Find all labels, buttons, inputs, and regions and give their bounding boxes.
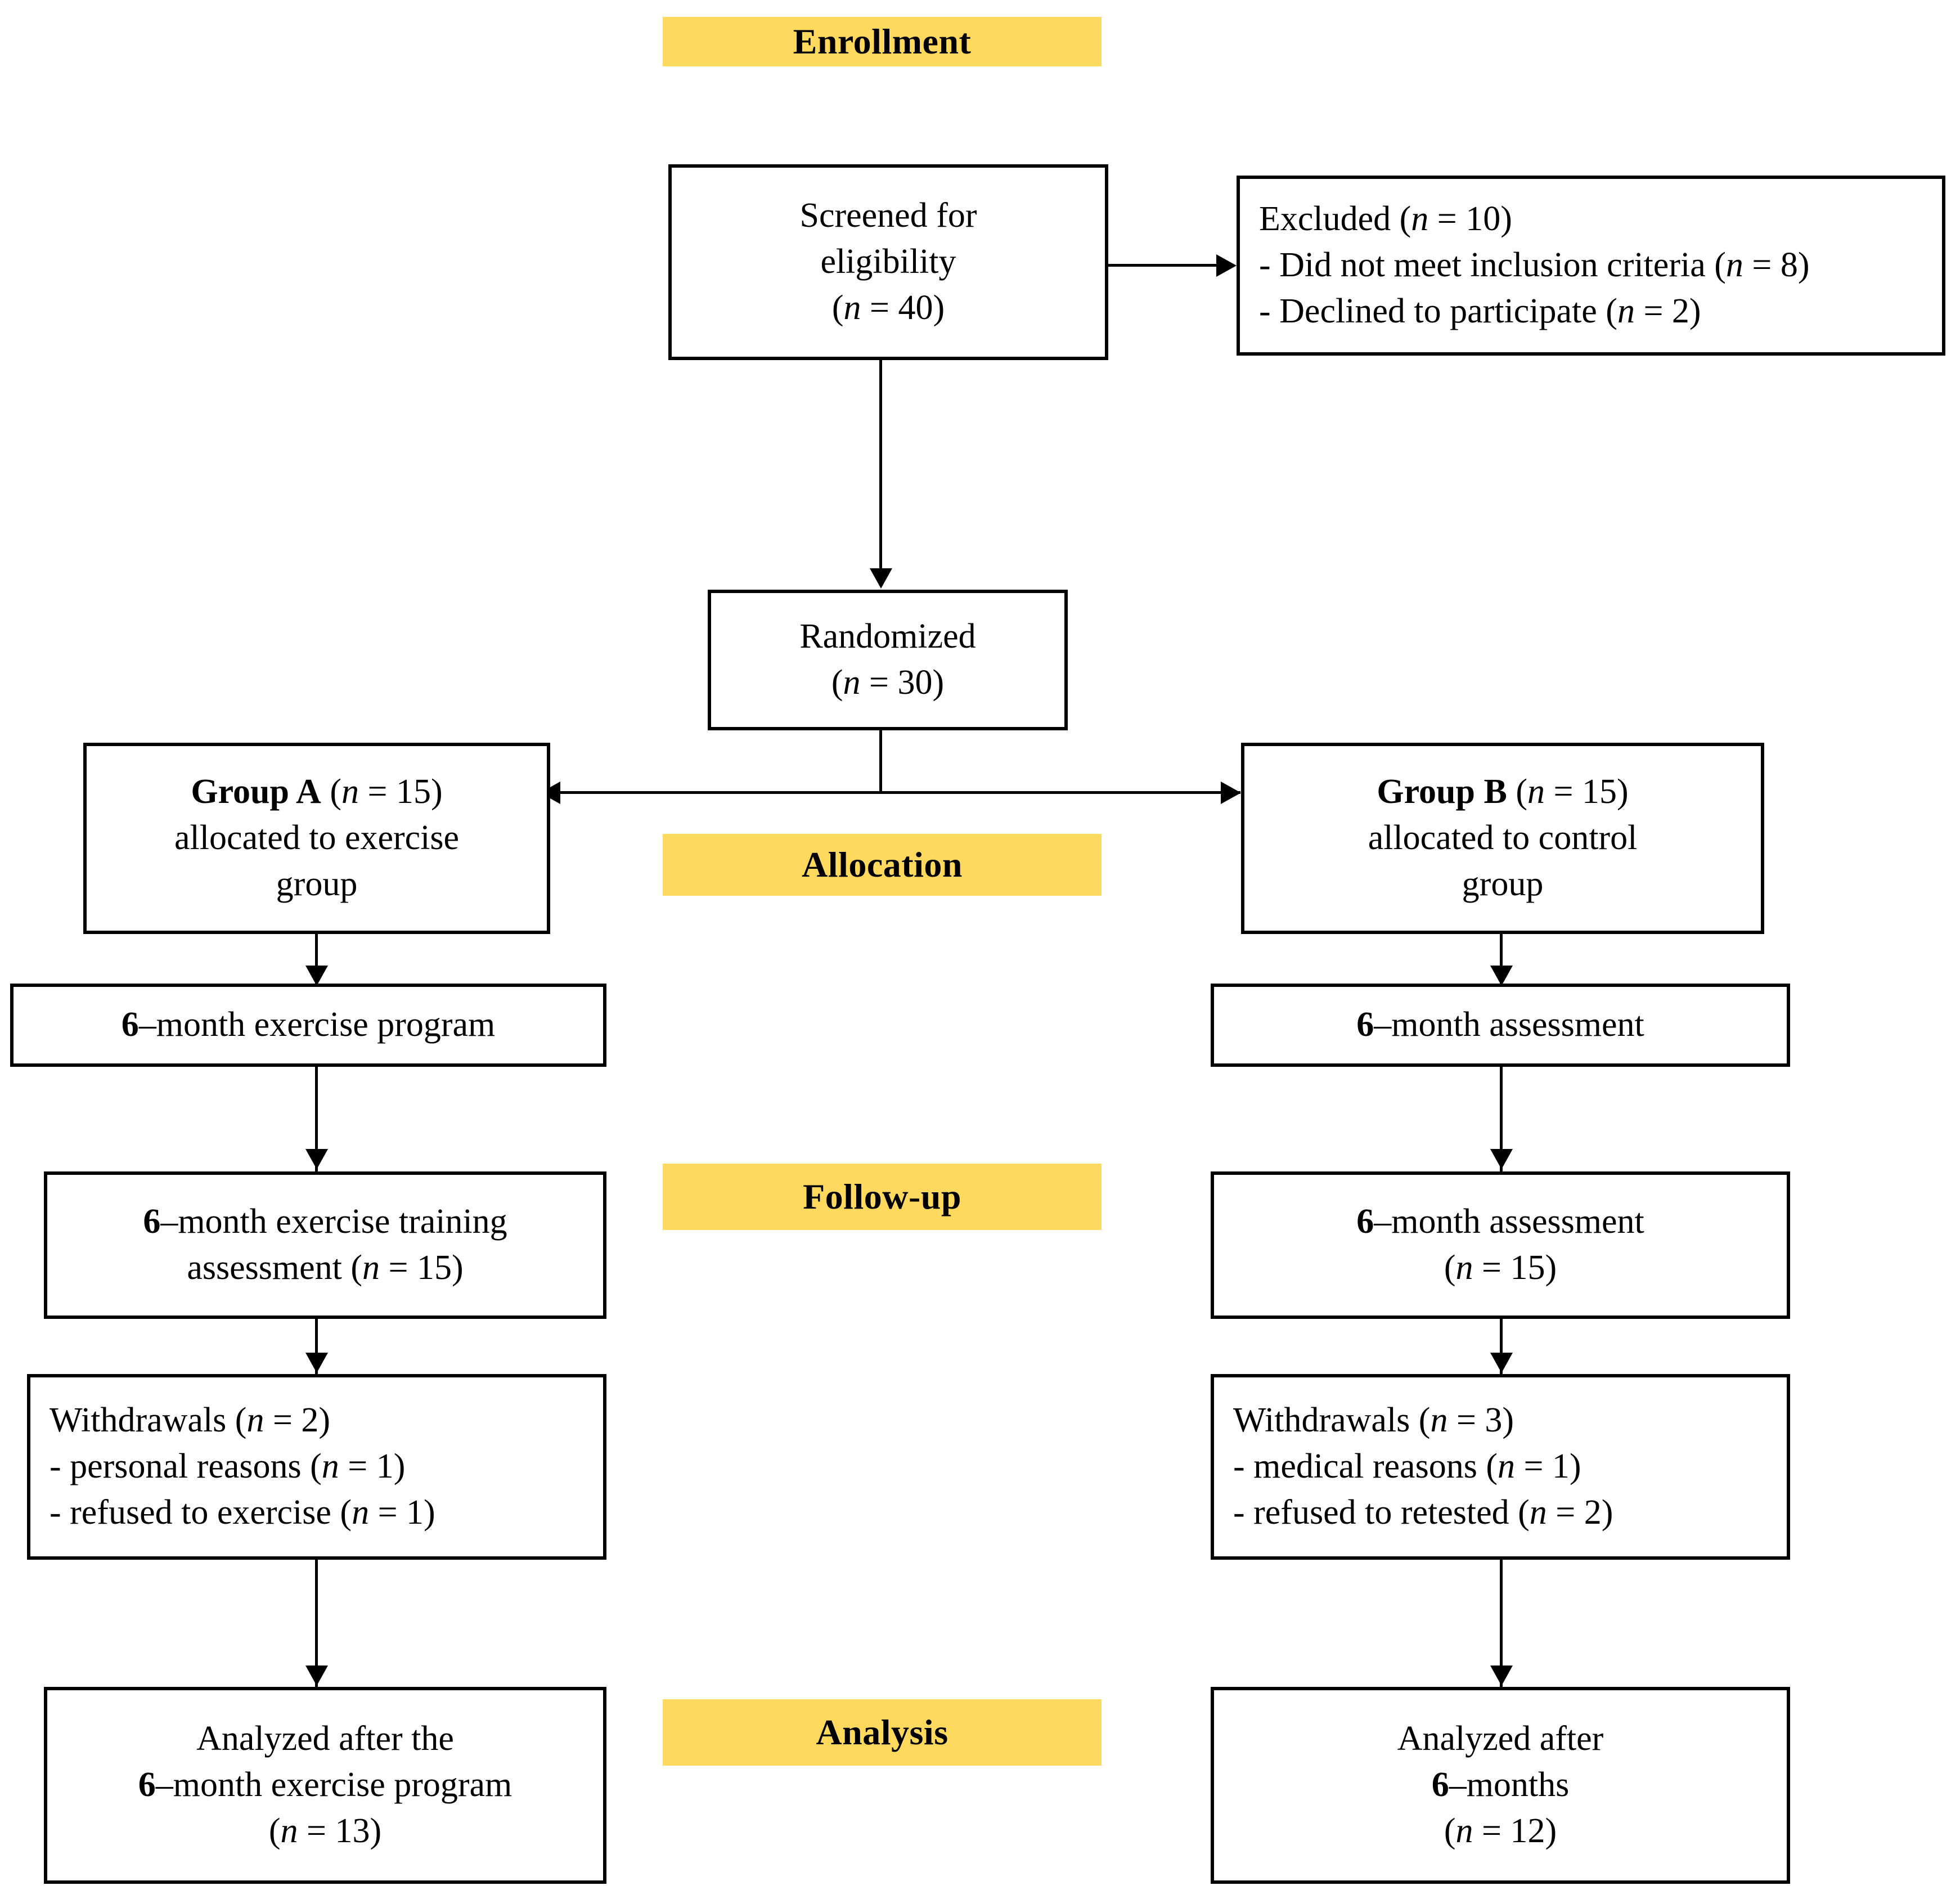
node-b-analyzed-line-2: 6–months [1431, 1766, 1570, 1804]
connector-group-a-to-program-arrow [305, 966, 328, 986]
connector-group-b-to-assessment [1500, 934, 1503, 986]
node-b-assessment-1: 6–month assessment [1211, 984, 1790, 1067]
node-b-withdrawals-line-3: - refused to retested (n = 2) [1233, 1493, 1613, 1532]
node-b-withdrawals-line-2: - medical reasons (n = 1) [1233, 1447, 1581, 1486]
stage-label-analysis-text: Analysis [816, 1712, 948, 1752]
node-a-withdrawals-line-2: - personal reasons (n = 1) [50, 1447, 406, 1486]
node-excluded: Excluded (n = 10) - Did not meet inclusi… [1237, 176, 1945, 356]
node-screened-for-eligibility: Screened for eligibility (n = 40) [668, 164, 1108, 360]
stage-label-enrollment-text: Enrollment [793, 21, 972, 61]
stage-label-allocation: Allocation [663, 834, 1102, 896]
node-group-a-line-2: allocated to exercise [174, 819, 460, 858]
connector-allocation-bus [554, 791, 1240, 794]
connector-b-assessment-1-to-2-arrow [1490, 1149, 1513, 1169]
connector-screened-to-excluded-arrow [1216, 254, 1237, 277]
node-a-withdrawals-line-3: - refused to exercise (n = 1) [50, 1493, 435, 1532]
node-a-analyzed-line-3: (n = 13) [268, 1811, 382, 1850]
stage-label-analysis: Analysis [663, 1699, 1102, 1766]
connector-a-assessment-to-withdrawals [315, 1319, 318, 1375]
node-b-analyzed: Analyzed after 6–months (n = 12) [1211, 1687, 1790, 1884]
node-a-withdrawals-line-1: Withdrawals (n = 2) [50, 1401, 331, 1440]
node-group-b-line-3: group [1462, 864, 1544, 903]
connector-a-withdrawals-to-analyzed-arrow [305, 1665, 328, 1686]
node-b-analyzed-line-1: Analyzed after [1397, 1720, 1604, 1758]
node-group-a: Group A (n = 15) allocated to exercise g… [83, 743, 550, 934]
node-a-training-assessment: 6–month exercise training assessment (n … [44, 1171, 606, 1319]
connector-b-assessment-to-withdrawals-arrow [1490, 1353, 1513, 1373]
connector-group-b-to-assessment-arrow [1490, 966, 1513, 986]
node-screened-line-1: Screened for [799, 196, 977, 235]
connector-a-program-to-assessment-arrow [305, 1149, 328, 1169]
stage-label-followup-text: Follow-up [803, 1177, 961, 1216]
node-excluded-line-1: Excluded (n = 10) [1259, 200, 1512, 239]
node-a-analyzed-line-1: Analyzed after the [196, 1720, 454, 1758]
connector-b-withdrawals-to-analyzed-arrow [1490, 1665, 1513, 1686]
node-group-a-line-1: Group A (n = 15) [191, 773, 443, 811]
node-b-withdrawals-line-1: Withdrawals (n = 3) [1233, 1401, 1514, 1440]
connector-screened-to-randomized [879, 360, 882, 573]
node-group-a-line-3: group [276, 864, 358, 903]
connector-to-group-b-arrow [1221, 782, 1241, 804]
connector-screened-to-randomized-arrow [870, 568, 892, 589]
node-b-assessment-2-line-1: 6–month assessment [1356, 1202, 1644, 1241]
node-randomized-line-2: (n = 30) [831, 663, 945, 702]
node-a-training-assessment-line-2: assessment (n = 15) [187, 1249, 464, 1287]
node-excluded-line-2: - Did not meet inclusion criteria (n = 8… [1259, 246, 1810, 285]
node-group-b-line-2: allocated to control [1368, 819, 1638, 858]
connector-randomized-stem [879, 730, 882, 792]
node-screened-line-2: eligibility [820, 243, 956, 281]
connector-b-withdrawals-to-analyzed [1500, 1560, 1503, 1688]
connector-a-assessment-to-withdrawals-arrow [305, 1353, 328, 1373]
node-b-assessment-1-line-1: 6–month assessment [1356, 1005, 1644, 1044]
stage-label-allocation-text: Allocation [802, 845, 963, 885]
stage-label-followup: Follow-up [663, 1164, 1102, 1230]
node-b-assessment-2-line-2: (n = 15) [1444, 1249, 1557, 1287]
connector-screened-to-excluded [1108, 264, 1216, 267]
connector-b-assessment-1-to-2 [1500, 1067, 1503, 1171]
node-b-withdrawals: Withdrawals (n = 3) - medical reasons (n… [1211, 1374, 1790, 1560]
connector-b-assessment-to-withdrawals [1500, 1319, 1503, 1375]
node-group-b: Group B (n = 15) allocated to control gr… [1241, 743, 1764, 934]
connector-a-withdrawals-to-analyzed [315, 1560, 318, 1688]
connector-a-program-to-assessment [315, 1067, 318, 1171]
node-randomized: Randomized (n = 30) [708, 590, 1068, 730]
node-a-exercise-program-line-1: 6–month exercise program [121, 1005, 496, 1044]
node-group-b-line-1: Group B (n = 15) [1377, 773, 1629, 811]
node-screened-line-3: (n = 40) [831, 288, 945, 327]
stage-label-enrollment: Enrollment [663, 17, 1102, 66]
node-b-analyzed-line-3: (n = 12) [1444, 1811, 1557, 1850]
node-excluded-line-3: - Declined to participate (n = 2) [1259, 291, 1701, 330]
node-b-assessment-2: 6–month assessment (n = 15) [1211, 1171, 1790, 1319]
node-a-withdrawals: Withdrawals (n = 2) - personal reasons (… [27, 1374, 606, 1560]
connector-group-a-to-program [315, 934, 318, 986]
node-randomized-line-1: Randomized [799, 617, 976, 656]
node-a-analyzed: Analyzed after the 6–month exercise prog… [44, 1687, 606, 1884]
node-a-analyzed-line-2: 6–month exercise program [138, 1766, 513, 1804]
node-a-training-assessment-line-1: 6–month exercise training [143, 1202, 507, 1241]
node-a-exercise-program: 6–month exercise program [10, 984, 606, 1067]
